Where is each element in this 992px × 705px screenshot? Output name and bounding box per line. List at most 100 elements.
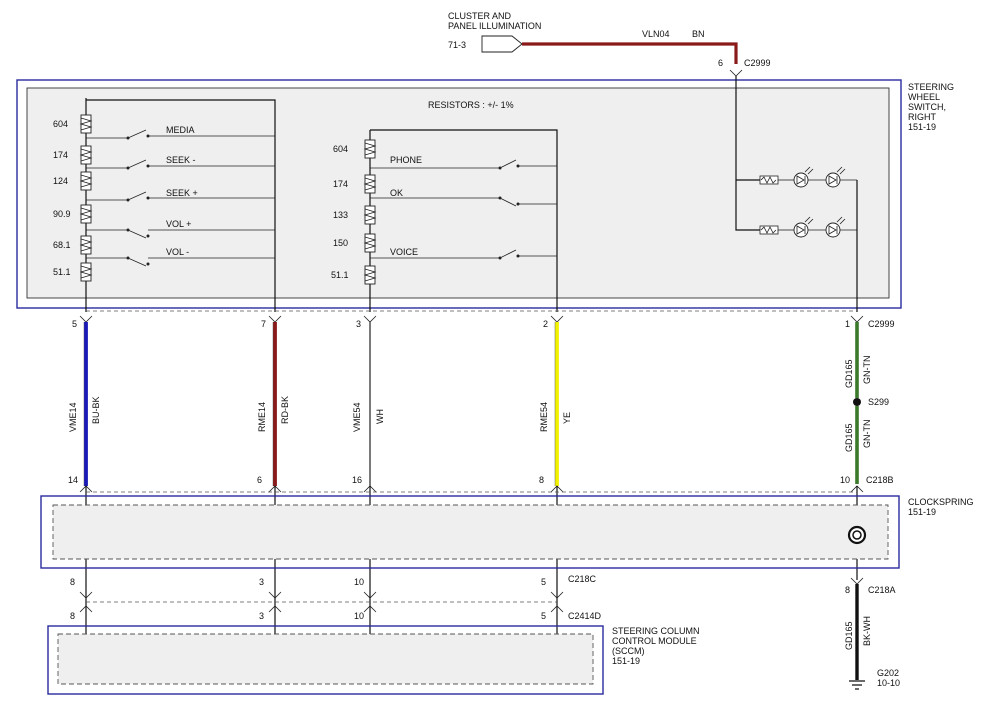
svg-text:151-19: 151-19 xyxy=(908,507,936,517)
led-row-1 xyxy=(759,166,857,188)
switch-phone: PHONE xyxy=(370,155,557,170)
svg-text:90.9: 90.9 xyxy=(53,209,71,219)
wire-2-218c-mark xyxy=(363,591,377,599)
source-pin: 6 xyxy=(718,58,723,68)
source-circuit: VLN04 xyxy=(642,29,670,39)
wire-0-pin-2414d: 8 xyxy=(70,611,75,621)
svg-text:174: 174 xyxy=(53,150,68,160)
svg-text:G202: G202 xyxy=(877,668,899,678)
wire-2-pin-top: 3 xyxy=(356,319,361,329)
svg-text:SEEK +: SEEK + xyxy=(166,188,198,198)
mid-resistor-51-1: 51.1 xyxy=(331,265,377,285)
wire-1-218c-mark xyxy=(268,591,282,599)
left-resistor-174: 174 xyxy=(53,145,93,165)
left-resistor-68-1: 68.1 xyxy=(53,235,93,255)
svg-text:RIGHT: RIGHT xyxy=(908,112,937,122)
svg-text:604: 604 xyxy=(53,119,68,129)
wire-0-pin-218c: 8 xyxy=(70,577,75,587)
c2999-top-pin-mark xyxy=(729,69,743,77)
left-resistor-ladder: 604 174 124 90.9 68.1 51.1 xyxy=(53,98,276,312)
svg-text:BK-WH: BK-WH xyxy=(862,616,872,646)
svg-text:VOICE: VOICE xyxy=(390,247,418,257)
svg-text:68.1: 68.1 xyxy=(53,240,71,250)
svg-text:10: 10 xyxy=(840,475,850,485)
c218c-label: C218C xyxy=(568,574,597,584)
svg-text:51.1: 51.1 xyxy=(53,267,71,277)
left-resistor-124: 124 xyxy=(53,171,93,191)
wire-1-circuit: RME14 xyxy=(257,402,267,432)
wire-3-pin-top: 2 xyxy=(543,319,548,329)
mid-resistor-604: 604 xyxy=(333,139,377,159)
source-ref: 71-3 xyxy=(448,40,466,50)
left-resistor-90-9: 90.9 xyxy=(53,204,93,224)
left-resistor-51-1: 51.1 xyxy=(53,262,93,282)
wire-1-pin-top: 7 xyxy=(261,319,266,329)
wire-0-color: BU-BK xyxy=(91,396,101,424)
switch-vol-minus: VOL - xyxy=(86,247,275,267)
wire-3-pin-2414d: 5 xyxy=(541,611,546,621)
sccm-module: STEERING COLUMN CONTROL MODULE (SCCM) 15… xyxy=(47,625,700,695)
svg-text:CLOCKSPRING: CLOCKSPRING xyxy=(908,497,974,507)
source-color: BN xyxy=(692,29,705,39)
wire-2-pin-bottom: 16 xyxy=(352,475,362,485)
mid-resistor-150: 150 xyxy=(333,233,377,253)
wire-3-circuit: RME54 xyxy=(539,402,549,432)
svg-text:151-19: 151-19 xyxy=(908,122,936,132)
svg-text:SEEK -: SEEK - xyxy=(166,155,196,165)
clockspring: CLOCKSPRING 151-19 xyxy=(40,495,974,569)
wire-3-top-pin-mark xyxy=(550,315,564,323)
switch-media: MEDIA xyxy=(86,125,275,140)
wire-0-top-pin-mark xyxy=(79,315,93,323)
wire-1-color: RD-BK xyxy=(280,396,290,424)
ground-wire-column: 1 C2999 GD165 GN-TN S299 GD165 GN-TN 10 … xyxy=(840,315,900,690)
vln04-wire xyxy=(522,42,738,64)
source-label-line2: PANEL ILLUMINATION xyxy=(448,21,541,31)
svg-text:124: 124 xyxy=(53,176,68,186)
clockspring-coil-ground xyxy=(847,525,867,545)
wire-0-circuit: VME14 xyxy=(68,402,78,432)
led-row-2 xyxy=(759,216,857,238)
svg-text:GN-TN: GN-TN xyxy=(862,356,872,385)
mid-resistor-174: 174 xyxy=(333,174,377,194)
swr-label: STEERING WHEEL SWITCH, RIGHT 151-19 xyxy=(908,82,954,132)
svg-text:C2999: C2999 xyxy=(868,319,895,329)
steering-wheel-switch-outer xyxy=(16,79,902,309)
svg-text:WHEEL: WHEEL xyxy=(908,92,940,102)
wire-1-pin-bottom: 6 xyxy=(257,475,262,485)
wire-3-pin-218c: 5 xyxy=(541,577,546,587)
source-connector: C2999 xyxy=(744,58,771,68)
wire-2-pin-218c: 10 xyxy=(354,577,364,587)
mid-resistor-ladder: 604 174 133 150 51.1 PHONE xyxy=(331,129,558,312)
wire-2-top-pin-mark xyxy=(363,315,377,323)
switch-seek-minus: SEEK - xyxy=(86,155,275,170)
svg-text:133: 133 xyxy=(333,210,348,220)
svg-text:MEDIA: MEDIA xyxy=(166,125,195,135)
wire-0-pin-top: 5 xyxy=(72,319,77,329)
left-resistor-604: 604 xyxy=(53,114,93,134)
wire-3-2414d-mark xyxy=(550,605,564,613)
harness-wires: 5VME14BU-BK1488AUDIOPWR7RME14RD-BK633AUD… xyxy=(68,315,572,661)
wire-0-2414d-mark xyxy=(79,605,93,613)
wire-1-top-pin-mark xyxy=(268,315,282,323)
wire-3-pin-bottom: 8 xyxy=(539,475,544,485)
source-connector-shape xyxy=(481,35,523,53)
svg-text:8: 8 xyxy=(845,585,850,595)
wire-0-218c-mark xyxy=(79,591,93,599)
svg-text:STEERING COLUMN: STEERING COLUMN xyxy=(612,626,700,636)
wire-2-pin-2414d: 10 xyxy=(354,611,364,621)
wire-1-pin-2414d: 3 xyxy=(259,611,264,621)
svg-text:604: 604 xyxy=(333,144,348,154)
svg-text:GN-TN: GN-TN xyxy=(862,420,872,449)
svg-text:GD165: GD165 xyxy=(844,621,854,650)
svg-text:GD165: GD165 xyxy=(844,423,854,452)
steering-wheel-switch-inner xyxy=(26,87,890,299)
switch-ok: OK xyxy=(370,188,557,207)
svg-text:174: 174 xyxy=(333,179,348,189)
svg-text:VOL +: VOL + xyxy=(166,219,191,229)
svg-text:CONTROL MODULE: CONTROL MODULE xyxy=(612,636,697,646)
ground-symbol xyxy=(849,680,865,690)
wire-0-pin-bottom: 14 xyxy=(68,475,78,485)
svg-text:150: 150 xyxy=(333,238,348,248)
illumination-led-circuit xyxy=(735,76,858,312)
